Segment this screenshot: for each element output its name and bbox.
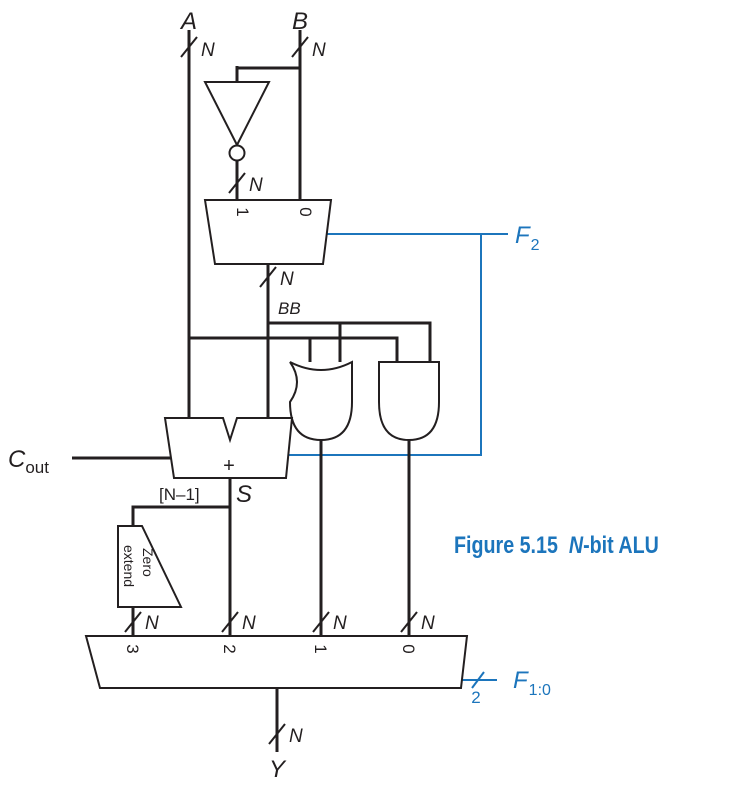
y-label: Y — [269, 756, 287, 783]
b-width-slash — [291, 36, 309, 58]
mux4-input-2: 2 — [220, 644, 239, 653]
bb-width-slash — [259, 266, 277, 288]
cout-sub: out — [25, 458, 49, 477]
f10-width-label: 2 — [471, 688, 480, 707]
sum-width-label: N — [242, 613, 256, 634]
f2-wire-to-adder — [286, 234, 482, 456]
f10-label: F1:0 — [513, 667, 551, 699]
a-width-slash — [180, 36, 198, 58]
a-width-label: N — [201, 40, 215, 61]
inv-width-label: N — [249, 175, 263, 196]
mux4-input-3: 3 — [123, 644, 142, 653]
and-gate — [378, 361, 440, 442]
msb-tap-wire — [131, 505, 230, 526]
b-label: B — [292, 8, 308, 35]
mux4-input-0: 0 — [399, 644, 418, 653]
sum-width-slash — [221, 611, 239, 633]
f10-width-slash — [471, 671, 485, 689]
and-width-slash — [400, 611, 418, 633]
result-mux — [84, 635, 469, 689]
adder — [163, 417, 294, 479]
caption-title-rest: -bit ALU — [583, 532, 659, 559]
mux4-input-1: 1 — [311, 644, 330, 653]
inverter-bubble — [228, 144, 246, 162]
bus-slashes — [124, 36, 418, 745]
mux2-input-0: 0 — [296, 207, 315, 216]
adder-plus: + — [223, 455, 235, 477]
b-select-mux — [203, 199, 333, 265]
figure-caption: Figure 5.15 N-bit ALU — [454, 532, 659, 560]
s-label: S — [236, 481, 252, 508]
zero-extend-line1: Zero — [140, 548, 156, 577]
zext-width-label: N — [145, 613, 159, 634]
f10-sub: 1:0 — [529, 682, 551, 699]
zext-width-slash — [124, 611, 142, 633]
zero-extend-block — [117, 525, 183, 608]
bb-branch — [268, 321, 432, 362]
and-width-label: N — [421, 613, 435, 634]
bb-label: BB — [278, 299, 301, 318]
labels: A B N N N N 1 0 BB F2 + Cout [N–1] S Zer… — [8, 8, 551, 783]
inverter-gate — [203, 81, 271, 148]
y-width-slash — [268, 723, 286, 745]
data-wires — [72, 30, 432, 752]
cout-label: Cout — [8, 446, 49, 477]
msb-tap-label: [N–1] — [159, 485, 200, 504]
y-width-label: N — [289, 726, 303, 747]
f2-sub: 2 — [531, 237, 540, 254]
or-width-label: N — [333, 613, 347, 634]
zero-extend-line2: extend — [121, 545, 137, 587]
cout-main: C — [8, 446, 26, 473]
bb-width-label: N — [280, 269, 294, 290]
a-label: A — [179, 8, 197, 35]
caption-figure-number: Figure 5.15 — [454, 532, 558, 559]
or-gate — [288, 360, 353, 442]
f2-label: F2 — [515, 222, 540, 254]
or-width-slash — [312, 611, 330, 633]
a-branch — [189, 336, 399, 362]
f10-main: F — [513, 667, 529, 694]
control-wires — [286, 233, 508, 689]
inv-width-slash — [228, 172, 246, 194]
b-width-label: N — [312, 40, 326, 61]
mux2-input-1: 1 — [233, 207, 252, 216]
caption-title-italic: N — [568, 532, 584, 559]
f2-main: F — [515, 222, 531, 249]
